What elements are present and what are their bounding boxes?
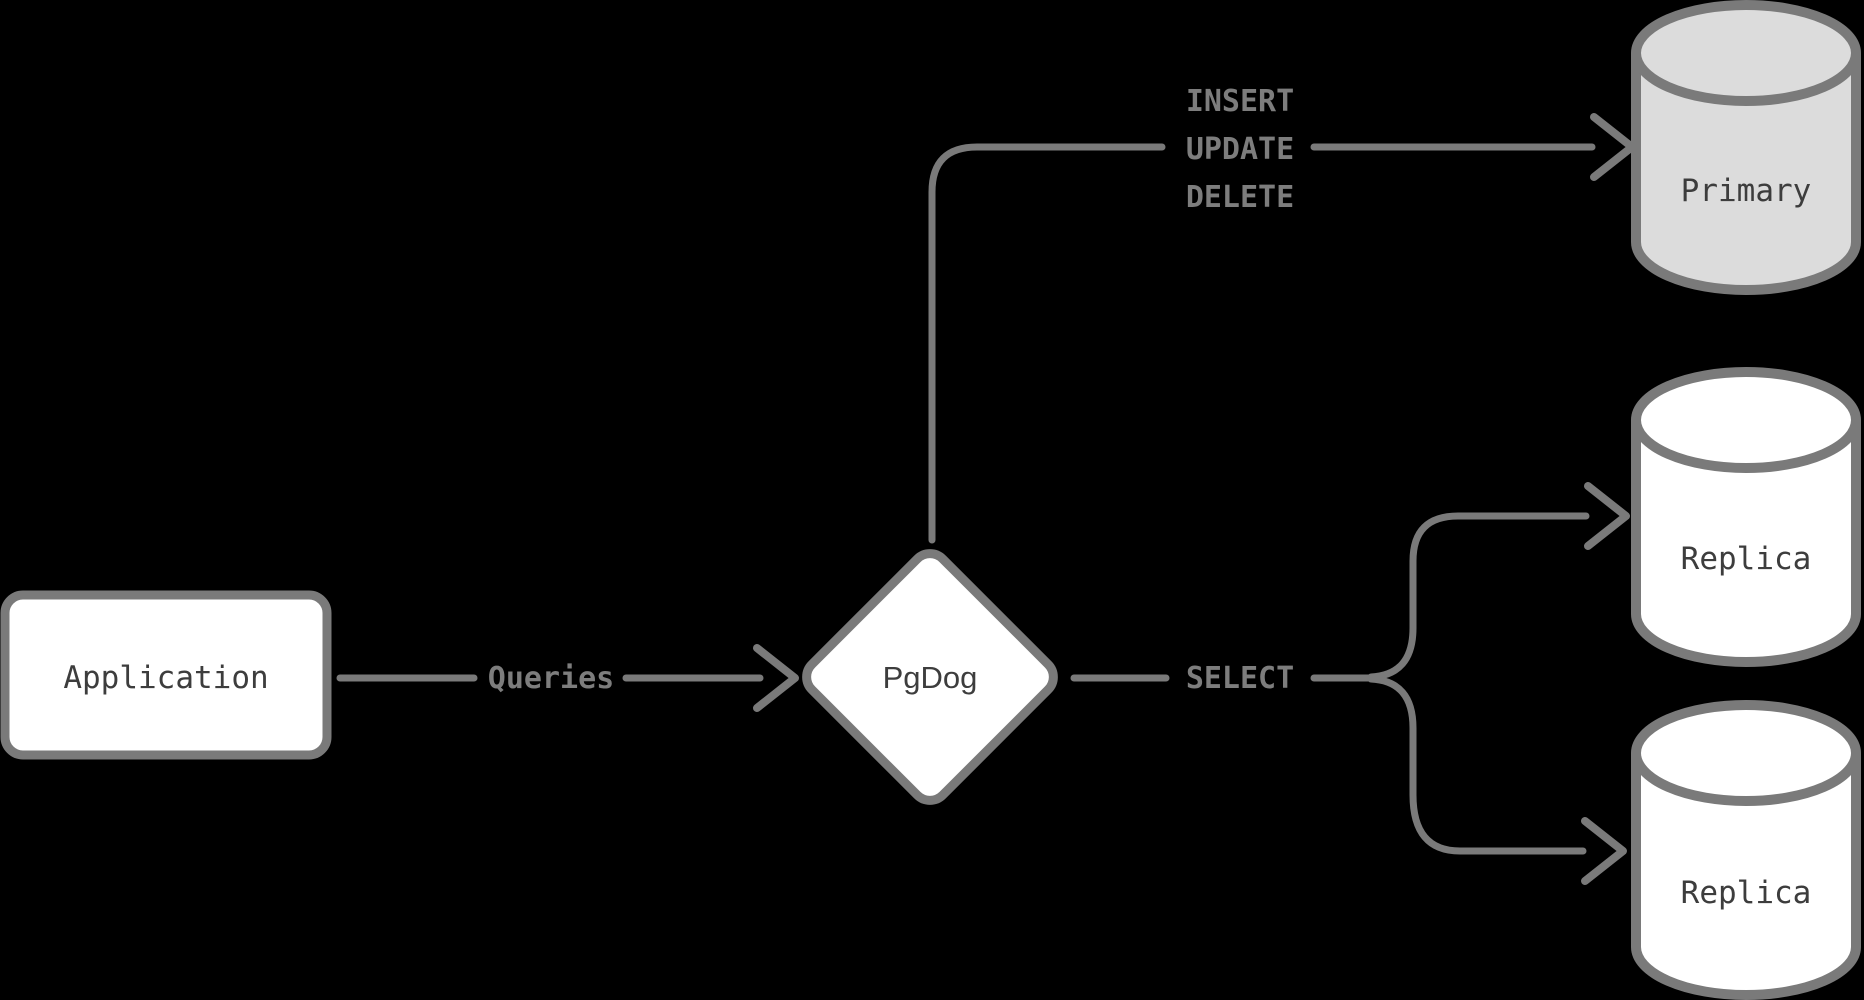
replica-top-label: Replica — [1681, 541, 1812, 577]
queries-edge-label: Queries — [488, 661, 614, 696]
replica-bottom-cylinder-body — [1631, 753, 1861, 1000]
primary-db-cylinder: Primary — [1631, 0, 1861, 295]
application-label: Application — [63, 660, 268, 696]
pgdog-router-node: PgDog — [802, 549, 1058, 805]
replica-bottom-cylinder-top — [1631, 700, 1861, 806]
primary-cylinder-body — [1631, 53, 1861, 295]
replica-db-cylinder-top: Replica — [1631, 367, 1861, 667]
replica-bottom-arrowhead-icon — [1581, 817, 1627, 885]
primary-cylinder-top — [1631, 0, 1861, 106]
branch-to-replica-top — [1367, 512, 1590, 681]
replica-db-cylinder-bottom: Replica — [1631, 700, 1861, 1000]
branch-to-replica-bottom — [1367, 675, 1587, 855]
pgdog-label: PgDog — [883, 660, 978, 695]
primary-label: Primary — [1681, 173, 1812, 209]
queries-arrowhead-icon — [753, 644, 799, 712]
replica-top-cylinder-top — [1631, 367, 1861, 473]
insert-edge-label: INSERT — [1186, 84, 1294, 119]
application-node: Application — [0, 590, 332, 760]
queries-edge — [336, 644, 799, 712]
pgdog-diamond — [802, 549, 1058, 805]
replica-bottom-label: Replica — [1681, 875, 1812, 911]
reads-edge — [1070, 482, 1630, 885]
delete-edge-label: DELETE — [1186, 180, 1294, 215]
application-box — [0, 590, 332, 760]
replica-top-cylinder-body — [1631, 420, 1861, 667]
writes-line-up-corner — [928, 143, 1166, 544]
writes-arrowhead-icon — [1590, 113, 1636, 181]
replica-top-arrowhead-icon — [1584, 482, 1630, 550]
select-edge-label: SELECT — [1186, 661, 1294, 696]
update-edge-label: UPDATE — [1186, 132, 1294, 167]
